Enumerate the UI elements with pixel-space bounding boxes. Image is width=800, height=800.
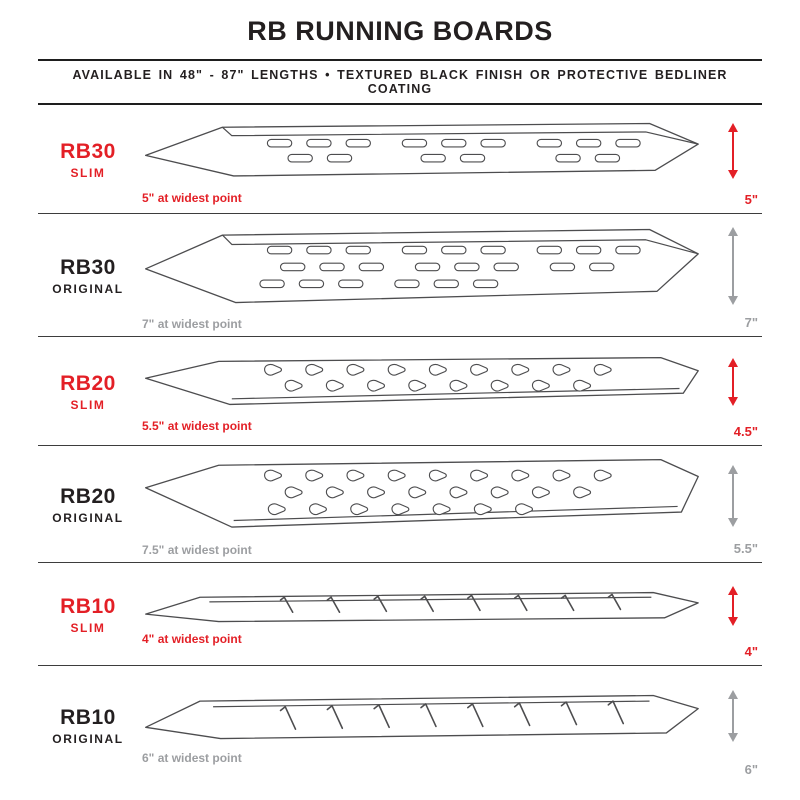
- board-art: 7.5" at widest point: [138, 452, 704, 558]
- variant-name: SLIM: [70, 621, 106, 636]
- page-header: RB RUNNING BOARDS AVAILABLE IN 48" - 87"…: [38, 0, 762, 105]
- board-label-rb10-original: RB10 ORIGINAL: [38, 672, 138, 779]
- width-note: 6" at widest point: [142, 750, 242, 765]
- height-measure: 5.5": [704, 452, 762, 558]
- vertical-measure-arrow-icon: [728, 122, 738, 179]
- rb20-original-illustration: [144, 458, 699, 528]
- vertical-measure-arrow-icon: [728, 690, 738, 743]
- height-value: 7": [744, 314, 758, 330]
- rb30-slim-illustration: [144, 123, 699, 177]
- width-note: 5.5" at widest point: [142, 418, 252, 433]
- model-name: RB30: [60, 255, 116, 279]
- board-label-rb20-original: RB20 ORIGINAL: [38, 452, 138, 558]
- height-value: 4.5": [733, 423, 758, 439]
- board-art: 6" at widest point: [138, 672, 704, 779]
- height-measure: 4": [704, 569, 762, 661]
- page-title: RB RUNNING BOARDS: [247, 16, 553, 46]
- model-name: RB10: [60, 705, 116, 729]
- height-value: 5.5": [733, 541, 758, 557]
- height-value: 5": [744, 192, 758, 207]
- variant-name: ORIGINAL: [52, 511, 124, 526]
- height-value: 6": [744, 762, 758, 778]
- board-row-rb30-original: RB30 ORIGINAL 7" at widest point: [38, 214, 762, 337]
- rb20-slim-illustration: [144, 356, 699, 406]
- width-note: 4" at widest point: [142, 631, 242, 646]
- board-art: 5.5" at widest point: [138, 343, 704, 441]
- board-art: 7" at widest point: [138, 220, 704, 332]
- vertical-measure-arrow-icon: [728, 358, 738, 407]
- vertical-measure-arrow-icon: [728, 585, 738, 626]
- variant-name: SLIM: [70, 166, 106, 180]
- board-label-rb30-original: RB30 ORIGINAL: [38, 220, 138, 332]
- vertical-measure-arrow-icon: [728, 227, 738, 306]
- height-measure: 4.5": [704, 343, 762, 441]
- width-note: 7" at widest point: [142, 316, 242, 331]
- board-row-rb20-original: RB20 ORIGINAL 7.5" at widest point: [38, 446, 762, 564]
- model-name: RB30: [60, 140, 116, 163]
- board-label-rb30-slim: RB30 SLIM: [38, 111, 138, 209]
- board-row-rb20-slim: RB20 SLIM 5.5" at widest point: [38, 337, 762, 446]
- width-note: 7.5" at widest point: [142, 543, 252, 558]
- page-subtitle: AVAILABLE IN 48" - 87" LENGTHS • TEXTURE…: [72, 68, 728, 96]
- model-name: RB20: [60, 371, 116, 395]
- model-name: RB20: [60, 485, 116, 509]
- rb10-original-illustration: [145, 694, 699, 739]
- height-measure: 7": [704, 220, 762, 332]
- height-measure: 6": [704, 672, 762, 779]
- variant-name: ORIGINAL: [52, 731, 124, 746]
- page: RB RUNNING BOARDS AVAILABLE IN 48" - 87"…: [38, 0, 762, 783]
- board-label-rb20-slim: RB20 SLIM: [38, 343, 138, 441]
- height-value: 4": [744, 644, 758, 660]
- width-note: 5" at widest point: [142, 190, 242, 205]
- rb30-original-illustration: [145, 228, 699, 304]
- variant-name: SLIM: [70, 397, 106, 412]
- subtitle-band: AVAILABLE IN 48" - 87" LENGTHS • TEXTURE…: [38, 59, 762, 105]
- board-row-rb10-slim: RB10 SLIM 4" at widest point: [38, 563, 762, 667]
- rb10-slim-illustration: [145, 591, 699, 622]
- board-art: 4" at widest point: [138, 569, 704, 661]
- board-row-rb30-slim: RB30 SLIM 5" at widest point: [38, 105, 762, 214]
- height-measure: 5": [704, 111, 762, 209]
- vertical-measure-arrow-icon: [728, 464, 738, 527]
- board-art: 5" at widest point: [138, 111, 704, 209]
- model-name: RB10: [60, 595, 116, 619]
- board-row-rb10-original: RB10 ORIGINAL 6" at widest point: [38, 666, 762, 783]
- board-label-rb10-slim: RB10 SLIM: [38, 569, 138, 661]
- variant-name: ORIGINAL: [52, 281, 124, 296]
